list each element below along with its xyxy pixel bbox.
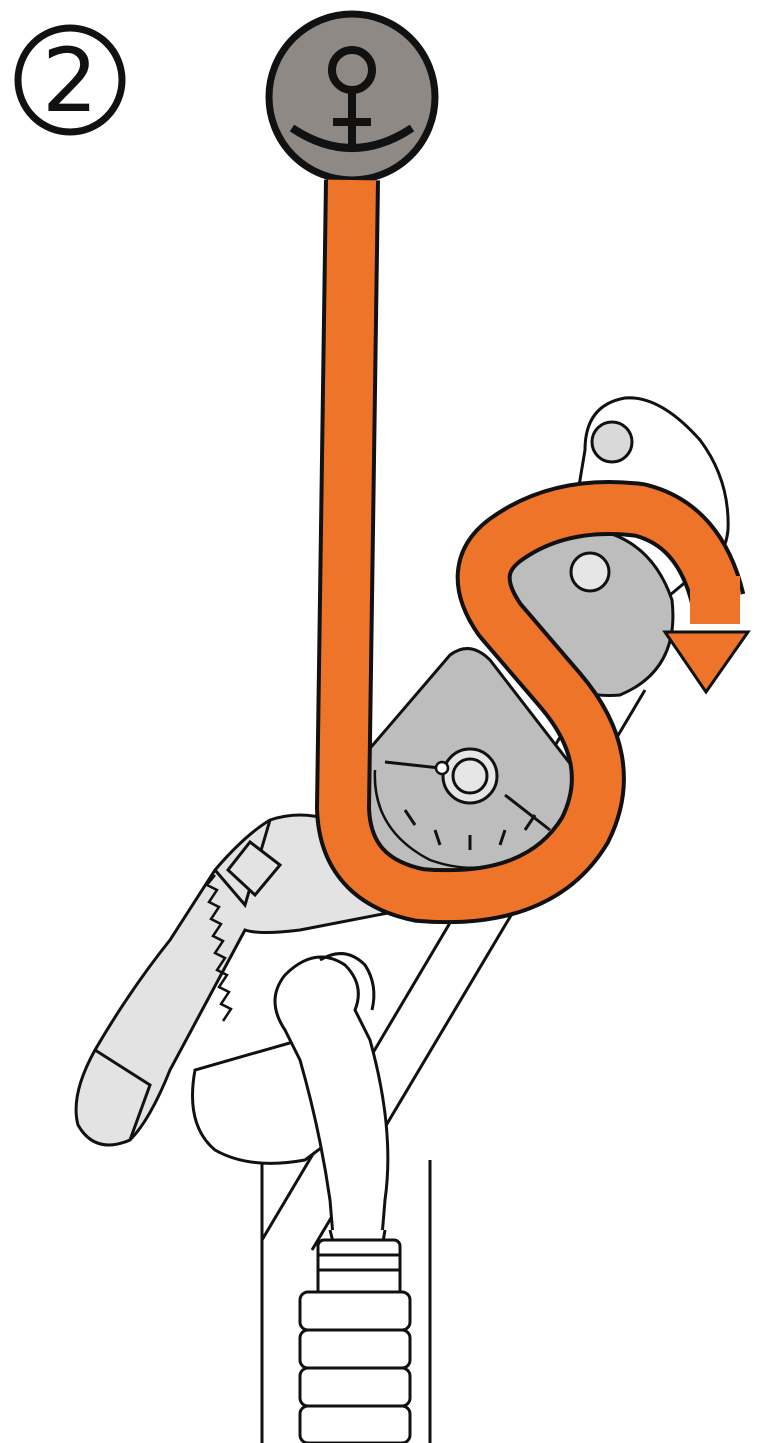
anchor-icon — [269, 14, 435, 180]
step-number: 2 — [42, 29, 98, 132]
step-number-badge: 2 — [18, 28, 122, 132]
carabiner-lock-sleeve — [300, 1240, 410, 1443]
curved-arrow-icon — [665, 600, 748, 692]
